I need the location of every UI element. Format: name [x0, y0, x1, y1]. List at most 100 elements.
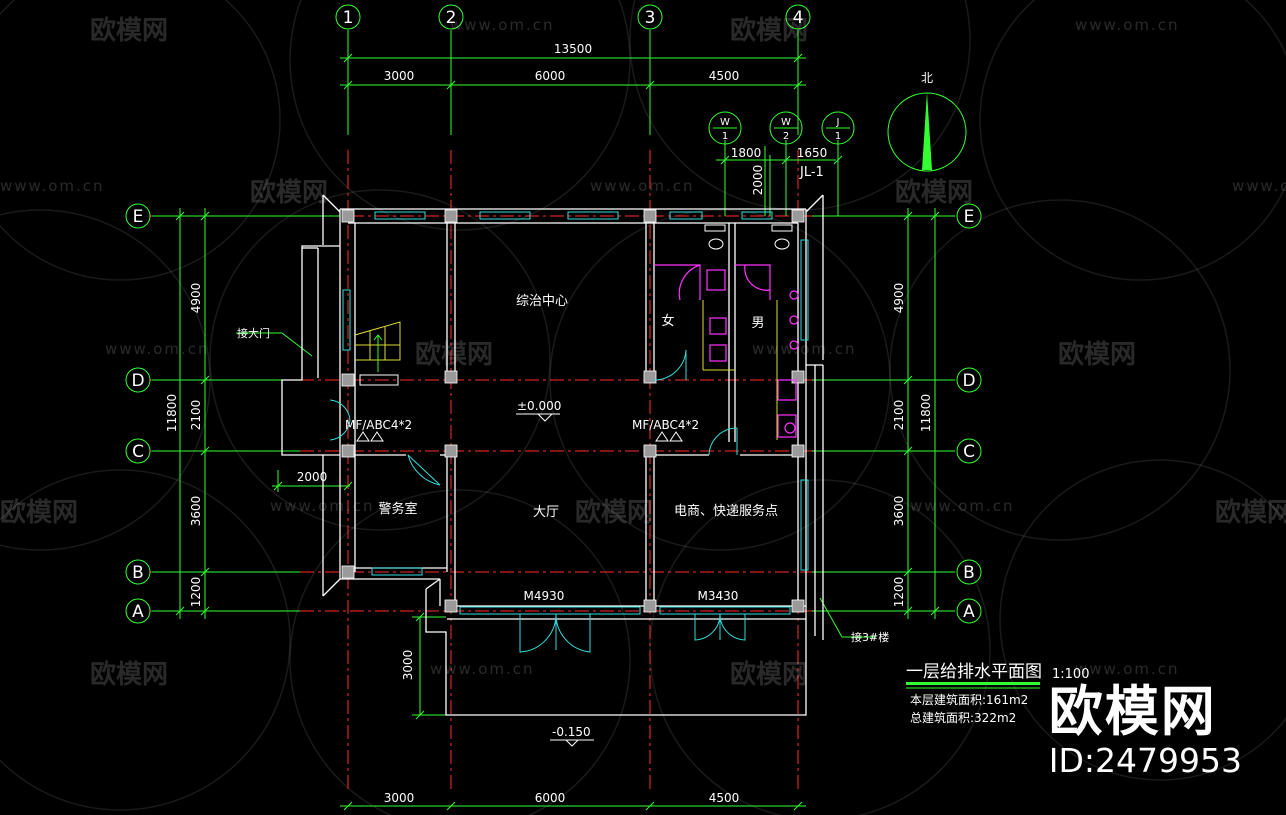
dim-right-seg-1: 4900	[892, 283, 906, 314]
axis-bubble-E: E	[125, 203, 151, 229]
windows	[329, 211, 809, 653]
axis-bubble-label: D	[962, 371, 975, 391]
column	[444, 370, 458, 384]
axis-bubble-D: D	[956, 367, 982, 393]
label-extinguisher-right: MF/ABC4*2	[632, 418, 699, 432]
dim-right-overall: 11800	[919, 394, 933, 432]
axis-bubble-label: A	[132, 602, 144, 622]
column	[791, 209, 805, 223]
riser-dim-2000: 2000	[751, 165, 765, 196]
structural-columns	[341, 209, 805, 613]
text-layer: 13500 3000 6000 4500 3000 6000 4500 1180…	[165, 42, 1089, 805]
drawing-title: 一层给排水平面图	[906, 662, 1042, 682]
dim-bottom-seg-1: 3000	[384, 791, 415, 805]
riser-tag-top: J	[836, 117, 840, 128]
axis-bubble-4: 4	[785, 4, 811, 30]
walls	[281, 194, 824, 716]
drain-pipes	[702, 300, 778, 440]
watermark-url: www.om.cn	[1232, 177, 1286, 195]
axis-bubble-label: B	[132, 563, 144, 583]
room-label-service: 电商、快递服务点	[674, 503, 778, 519]
watermark-logo: 欧模网	[415, 340, 494, 370]
drawing-scale: 1:100	[1052, 667, 1089, 682]
riser-jl-label: JL-1	[799, 165, 824, 180]
column	[341, 373, 355, 387]
axis-bubble-label: E	[964, 207, 975, 227]
axis-bubble-A: A	[125, 598, 151, 624]
watermark-url: www.om.cn	[1075, 16, 1180, 34]
column	[643, 209, 657, 223]
riser-tag-1: W1	[708, 111, 742, 145]
axis-bubble-1: 1	[335, 4, 361, 30]
column	[444, 444, 458, 458]
column	[341, 209, 355, 223]
watermark-url: www.om.cn	[910, 497, 1015, 515]
brand-stamp: 欧模网 ID:2479953	[1049, 682, 1242, 780]
extinguisher-icon	[356, 431, 683, 442]
dim-right-seg-4: 1200	[892, 577, 906, 608]
riser-dim-1650: 1650	[797, 146, 828, 160]
axis-bubble-label: 1	[343, 8, 354, 28]
riser-tag-bottom: 2	[783, 131, 789, 142]
watermark-url: www.om.cn	[752, 340, 857, 358]
axis-bubble-B: B	[125, 559, 151, 585]
axis-bubble-label: E	[133, 207, 144, 227]
watermark-url: www.om.cn	[430, 660, 535, 678]
column	[444, 209, 458, 223]
dim-left-seg-2: 2100	[189, 400, 203, 431]
riser-tag-bottom: 1	[835, 131, 841, 142]
riser-tag-3: J1	[821, 111, 855, 145]
column	[791, 599, 805, 613]
watermark-logo: 欧模网	[1058, 340, 1137, 370]
brand-id: ID:2479953	[1048, 741, 1242, 780]
riser-dim-1800: 1800	[731, 146, 762, 160]
room-label-male: 男	[751, 316, 764, 331]
axis-bubble-E: E	[956, 203, 982, 229]
axis-bubble-label: B	[963, 563, 975, 583]
room-label-female: 女	[661, 313, 674, 329]
axis-bubble-label: 2	[446, 8, 457, 28]
column	[444, 599, 458, 613]
dim-left-seg-3: 3600	[189, 496, 203, 527]
label-connect-well: 接3#楼	[851, 630, 889, 644]
room-label-center: 综治中心	[516, 294, 568, 309]
watermark-url: www.om.cn	[105, 340, 210, 358]
watermark-logo: 欧模网	[1215, 498, 1286, 528]
dim-top-seg-1: 3000	[384, 69, 415, 83]
watermark-logo: 欧模网	[90, 16, 169, 46]
column	[643, 599, 657, 613]
column	[791, 370, 805, 384]
room-label-hall: 大厅	[533, 505, 559, 520]
total-area: 总建筑面积:322m2	[910, 710, 1016, 725]
north-label: 北	[921, 71, 933, 85]
axis-bubble-D: D	[125, 367, 151, 393]
column	[643, 370, 657, 384]
floor-area: 本层建筑面积:161m2	[910, 692, 1028, 707]
dim-right-seg-3: 3600	[892, 496, 906, 527]
axis-bubble-C: C	[125, 438, 151, 464]
dim-right-seg-2: 2100	[892, 400, 906, 431]
riser-tag-2: W2	[769, 111, 803, 145]
watermark-url: www.om.cn	[590, 177, 695, 195]
column	[791, 444, 805, 458]
watermark-logo: 欧模网	[575, 498, 654, 528]
axis-bubble-A: A	[956, 598, 982, 624]
label-door-left: M4930	[524, 589, 565, 603]
watermark-url: www.om.cn	[450, 16, 555, 34]
label-door-right: M3430	[698, 589, 739, 603]
riser-tag-top: W	[720, 117, 730, 128]
dim-top-overall: 13500	[554, 42, 592, 56]
watermark-logo: 欧模网	[730, 660, 809, 690]
dim-top-seg-3: 4500	[709, 69, 740, 83]
dim-top-seg-2: 6000	[535, 69, 566, 83]
watermark-logo: 欧模网	[250, 178, 329, 208]
dim-left-seg-4: 1200	[189, 577, 203, 608]
dimension-lines	[152, 30, 967, 811]
dim-3000-porch: 3000	[401, 650, 415, 681]
column	[643, 444, 657, 458]
staircase	[354, 321, 401, 386]
watermark-url: www.om.cn	[270, 497, 375, 515]
level-markers	[516, 413, 594, 747]
